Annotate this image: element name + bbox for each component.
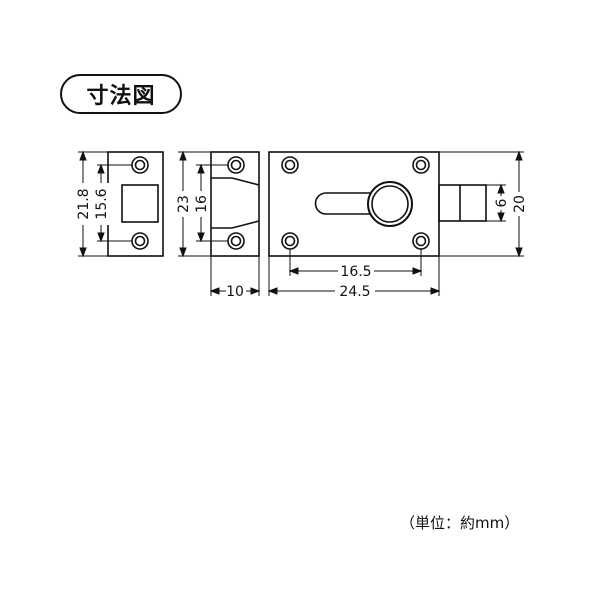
unit-note: （単位：約mm）	[400, 514, 520, 532]
side-height-label: 23	[176, 195, 192, 213]
side-depth-label: 10	[226, 284, 244, 300]
side-pitch-label: 16	[194, 195, 210, 213]
title-badge: 寸法図	[60, 74, 182, 114]
side-view	[210, 151, 260, 257]
hole-pitch-label: 16.5	[340, 264, 371, 280]
strike-pitch-label: 15.6	[94, 188, 110, 219]
strike-plate	[107, 151, 164, 257]
bolt-width-label: 6	[494, 198, 510, 207]
body-height-label: 20	[512, 195, 528, 213]
title-text: 寸法図	[86, 84, 156, 109]
body-length-label: 24.5	[339, 284, 370, 300]
strike-height-label: 21.8	[76, 188, 92, 219]
front-view	[268, 151, 487, 257]
